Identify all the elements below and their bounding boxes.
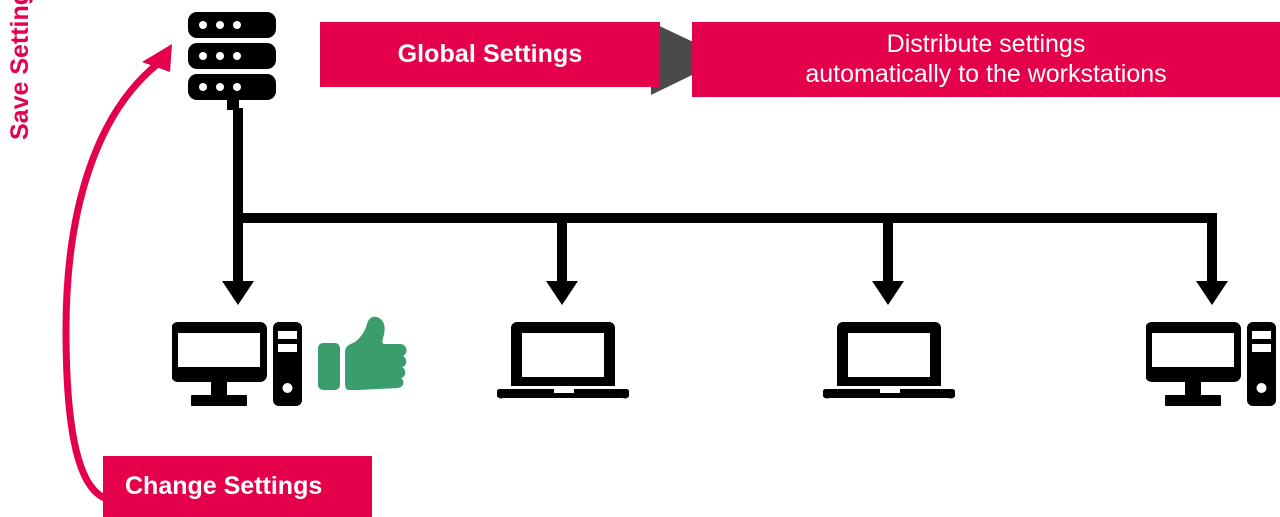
monitor-base bbox=[1165, 395, 1221, 406]
play-triangle-icon bbox=[651, 22, 727, 95]
server-rack-icon bbox=[186, 10, 286, 110]
server-unit-1 bbox=[188, 12, 276, 38]
save-settings-centrally-label: Save Settings centrally bbox=[5, 0, 34, 140]
laptop-screen bbox=[837, 322, 941, 386]
laptop-screen bbox=[511, 322, 615, 386]
laptop-icon bbox=[497, 320, 629, 404]
computer-tower bbox=[1247, 322, 1276, 406]
branch-arrowhead-3 bbox=[872, 281, 904, 305]
branch-line-3 bbox=[883, 218, 893, 288]
branch-arrowhead-2 bbox=[546, 281, 578, 305]
change-settings-banner[interactable]: Change Settings bbox=[103, 456, 372, 517]
tower-power-button bbox=[1256, 383, 1267, 393]
tower-slot-2 bbox=[278, 344, 297, 352]
global-settings-label: Global Settings bbox=[397, 40, 583, 68]
monitor-neck bbox=[1185, 382, 1201, 395]
distribute-settings-banner: Distribute settings automatically to the… bbox=[692, 22, 1280, 97]
distribute-line-2: automatically to the workstations bbox=[805, 59, 1167, 88]
tower-power-button bbox=[282, 383, 293, 393]
feedback-arrowhead bbox=[142, 44, 172, 72]
distribute-settings-text: Distribute settings automatically to the… bbox=[805, 30, 1166, 89]
branch-arrowhead-4 bbox=[1196, 281, 1228, 305]
distribution-tree bbox=[222, 108, 1228, 305]
server-stem bbox=[227, 98, 239, 110]
server-trunk-line bbox=[233, 108, 243, 222]
distribute-line-1: Distribute settings bbox=[886, 30, 1086, 58]
monitor-neck bbox=[211, 382, 227, 395]
monitor-base bbox=[191, 395, 247, 406]
monitor-screen bbox=[172, 322, 267, 382]
curved-feedback-arrow bbox=[62, 44, 172, 504]
branch-line-1 bbox=[233, 218, 243, 288]
change-settings-label: Change Settings bbox=[125, 472, 323, 500]
save-settings-centrally-caption: Save Settings centrally bbox=[0, 0, 40, 140]
thumb-hand bbox=[345, 316, 407, 390]
global-settings-banner[interactable]: Global Settings bbox=[320, 22, 660, 87]
laptop-notch bbox=[880, 389, 900, 393]
tower-slot-1 bbox=[1252, 331, 1271, 339]
laptop-icon bbox=[823, 320, 955, 404]
thumb-cuff bbox=[318, 343, 340, 390]
branch-arrowhead-1 bbox=[222, 281, 254, 305]
server-unit-2 bbox=[188, 43, 276, 69]
monitor-screen bbox=[1146, 322, 1241, 382]
distribution-bus-line bbox=[233, 213, 1217, 223]
laptop-base bbox=[497, 389, 629, 399]
desktop-computer-icon bbox=[1146, 318, 1276, 408]
desktop-computer-icon bbox=[172, 318, 302, 408]
computer-tower bbox=[273, 322, 302, 406]
tower-slot-2 bbox=[1252, 344, 1271, 352]
thumbs-up-icon bbox=[318, 316, 410, 396]
laptop-base bbox=[823, 389, 955, 399]
laptop-notch bbox=[554, 389, 574, 393]
tower-slot-1 bbox=[278, 331, 297, 339]
branch-line-4 bbox=[1207, 218, 1217, 288]
branch-line-2 bbox=[557, 218, 567, 288]
feedback-arrow-path bbox=[62, 58, 164, 504]
server-unit-3 bbox=[188, 74, 276, 100]
